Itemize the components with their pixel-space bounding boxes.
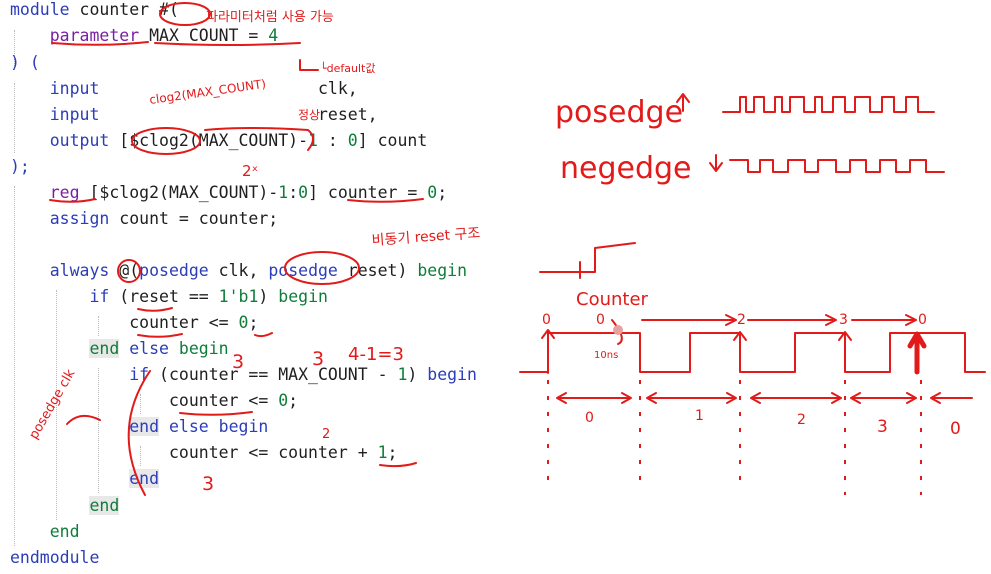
- clk-up-arrow-3: [838, 331, 852, 351]
- code-line-2[interactable]: parameter MAX_COUNT = 4: [49, 26, 279, 45]
- pen-cursor-icon: [613, 325, 623, 335]
- code-line-14[interactable]: if (counter == MAX_COUNT - 1) begin: [129, 365, 477, 384]
- interval-label-0b: 0: [950, 419, 961, 439]
- code-line-21[interactable]: endmodule: [10, 548, 100, 567]
- indent-guide: [14, 83, 15, 153]
- clk-wave: [519, 332, 986, 373]
- code-line-3[interactable]: ) (: [10, 53, 40, 72]
- code-editor[interactable]: module counter #( parameter MAX_COUNT = …: [0, 0, 540, 574]
- code-line-19[interactable]: end: [89, 496, 120, 515]
- code-line-15[interactable]: counter <= 0;: [168, 391, 299, 410]
- interval-label-3: 3: [877, 417, 888, 437]
- code-line-4[interactable]: input clk,: [49, 79, 358, 98]
- ink-hook: [611, 319, 623, 345]
- code-line-8[interactable]: reg [$clog2(MAX_COUNT)-1:0] counter = 0;: [49, 183, 448, 202]
- label-posedge: posedge: [555, 95, 683, 130]
- code-line-13[interactable]: end else begin: [89, 339, 229, 358]
- interval-4: [930, 392, 973, 404]
- code-line-12[interactable]: counter <= 0;: [129, 313, 259, 332]
- negedge-arrow-icon: [709, 154, 723, 172]
- code-line-11[interactable]: if (reset == 1'b1) begin: [89, 287, 328, 306]
- interval-2: [750, 392, 842, 404]
- counter-value-0c: 0: [918, 312, 927, 328]
- code-line-10[interactable]: always @(posedge clk, posedge reset) beg…: [49, 261, 468, 280]
- code-line-16[interactable]: end else begin: [129, 417, 269, 436]
- reset-step: [539, 242, 636, 273]
- interval-3: [850, 392, 917, 404]
- counter-value-0a: 0: [542, 312, 551, 328]
- posedge-wave: [722, 96, 935, 113]
- label-negedge: negedge: [560, 151, 692, 186]
- indent-guide: [56, 290, 57, 520]
- interval-label-2: 2: [797, 412, 806, 428]
- code-line-20[interactable]: end: [49, 522, 80, 541]
- counter-value-2: 2: [737, 312, 746, 328]
- label-10ns: 10ns: [594, 350, 618, 361]
- negedge-wave: [729, 159, 945, 173]
- arrow-2-3: [747, 314, 837, 326]
- clk-up-arrow-bold: [907, 331, 927, 375]
- arrow-0-2: [641, 314, 737, 326]
- code-line-9[interactable]: assign count = counter;: [49, 209, 279, 228]
- indent-guide: [14, 186, 15, 546]
- label-counter: Counter: [576, 289, 649, 310]
- interval-label-0: 0: [585, 410, 594, 426]
- indent-guide: [14, 30, 15, 70]
- code-line-1[interactable]: module counter #(: [10, 0, 179, 19]
- code-line-17[interactable]: counter <= counter + 1;: [168, 443, 398, 462]
- interval-0: [556, 392, 632, 404]
- interval-1: [646, 392, 737, 404]
- interval-label-1: 1: [695, 408, 704, 424]
- posedge-arrow-icon: [676, 93, 690, 112]
- indent-guide: [98, 368, 99, 493]
- clk-up-arrow-2: [733, 331, 747, 351]
- arrow-3-0: [851, 314, 917, 326]
- counter-value-3: 3: [839, 312, 848, 328]
- code-line-5[interactable]: input reset,: [49, 105, 378, 124]
- indent-guide: [98, 316, 99, 336]
- code-line-18[interactable]: end: [129, 469, 160, 488]
- code-line-6[interactable]: output [$clog2(MAX_COUNT)-1 : 0] count: [49, 131, 428, 150]
- clk-up-arrow-1: [541, 329, 555, 374]
- counter-value-0b: 0: [596, 312, 605, 328]
- code-line-7[interactable]: );: [10, 157, 30, 176]
